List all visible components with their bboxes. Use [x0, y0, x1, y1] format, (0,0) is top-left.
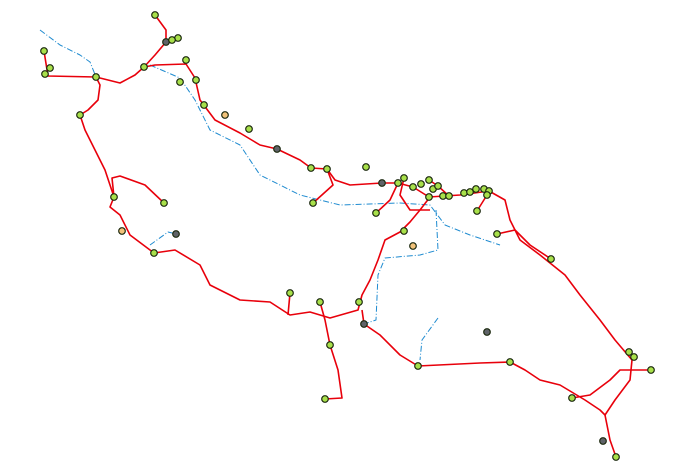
station-marker[interactable]: [625, 348, 633, 356]
station-marker[interactable]: [425, 193, 433, 201]
station-marker[interactable]: [76, 111, 84, 119]
station-marker[interactable]: [630, 353, 638, 361]
station-marker[interactable]: [41, 70, 49, 78]
main-route: [95, 63, 430, 198]
station-marker[interactable]: [362, 163, 370, 171]
station-marker[interactable]: [92, 73, 100, 81]
station-marker[interactable]: [409, 183, 417, 191]
inactive-station-marker[interactable]: [483, 328, 491, 336]
station-marker[interactable]: [323, 165, 331, 173]
main-route: [312, 168, 334, 204]
inactive-station-marker[interactable]: [599, 437, 607, 445]
secondary-route: [419, 317, 439, 361]
secondary-route: [149, 64, 501, 246]
main-route: [43, 50, 431, 319]
station-marker[interactable]: [372, 209, 380, 217]
other-station-marker[interactable]: [118, 227, 126, 235]
station-marker[interactable]: [445, 192, 453, 200]
station-marker[interactable]: [326, 341, 334, 349]
station-marker[interactable]: [647, 366, 655, 374]
main-route: [571, 369, 651, 399]
station-marker[interactable]: [245, 125, 253, 133]
main-route: [375, 182, 399, 214]
station-marker[interactable]: [200, 101, 208, 109]
main-routes-layer: [43, 14, 651, 458]
secondary-route: [149, 231, 177, 246]
station-marker[interactable]: [493, 230, 501, 238]
station-marker[interactable]: [472, 185, 480, 193]
station-marker[interactable]: [182, 56, 190, 64]
station-marker[interactable]: [46, 64, 54, 72]
station-marker[interactable]: [355, 298, 363, 306]
station-marker[interactable]: [286, 289, 294, 297]
inactive-station-marker[interactable]: [360, 320, 368, 328]
station-marker[interactable]: [414, 362, 422, 370]
station-marker[interactable]: [160, 199, 168, 207]
station-marker[interactable]: [168, 36, 176, 44]
main-route: [361, 190, 633, 416]
main-route: [319, 301, 343, 400]
station-marker[interactable]: [316, 298, 324, 306]
station-marker[interactable]: [150, 249, 158, 257]
station-marker[interactable]: [483, 191, 491, 199]
station-marker[interactable]: [466, 188, 474, 196]
station-markers-layer: [40, 11, 655, 461]
main-route: [111, 175, 165, 204]
secondary-route: [363, 209, 439, 325]
station-marker[interactable]: [417, 180, 425, 188]
station-marker[interactable]: [568, 394, 576, 402]
station-marker[interactable]: [321, 395, 329, 403]
station-marker[interactable]: [394, 179, 402, 187]
station-marker[interactable]: [400, 174, 408, 182]
secondary-route: [39, 29, 97, 78]
station-marker[interactable]: [110, 193, 118, 201]
station-marker[interactable]: [400, 227, 408, 235]
inactive-station-marker[interactable]: [172, 230, 180, 238]
inactive-station-marker[interactable]: [273, 145, 281, 153]
station-marker[interactable]: [307, 164, 315, 172]
other-station-marker[interactable]: [221, 111, 229, 119]
station-marker[interactable]: [140, 63, 148, 71]
station-marker[interactable]: [192, 76, 200, 84]
other-station-marker[interactable]: [409, 242, 417, 250]
main-route: [496, 229, 552, 260]
station-marker[interactable]: [40, 47, 48, 55]
inactive-station-marker[interactable]: [378, 179, 386, 187]
station-marker[interactable]: [309, 199, 317, 207]
main-route: [604, 414, 617, 458]
station-marker[interactable]: [151, 11, 159, 19]
station-marker[interactable]: [473, 207, 481, 215]
station-marker[interactable]: [176, 78, 184, 86]
station-marker[interactable]: [612, 453, 620, 461]
station-marker[interactable]: [434, 182, 442, 190]
station-marker[interactable]: [547, 255, 555, 263]
station-marker[interactable]: [425, 176, 433, 184]
main-route: [399, 177, 430, 211]
station-marker[interactable]: [506, 358, 514, 366]
